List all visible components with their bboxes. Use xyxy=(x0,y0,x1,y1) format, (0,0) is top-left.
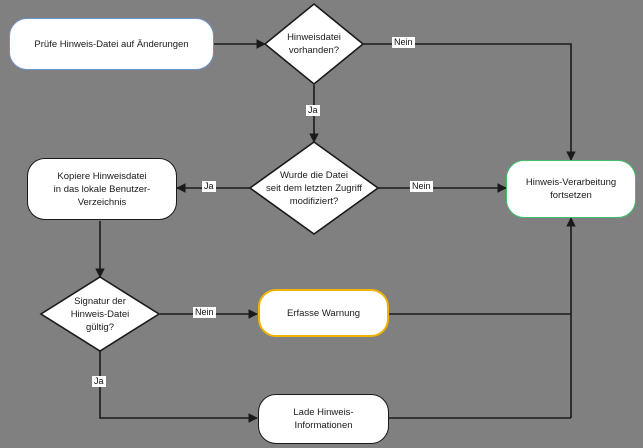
diamond-shape xyxy=(263,2,365,86)
edge-label-exists-no: Nein xyxy=(392,37,415,48)
node-load-label: Lade Hinweis- Informationen xyxy=(293,407,354,431)
edge-label-signature-no: Nein xyxy=(193,307,216,318)
node-decision-signatur-gueltig[interactable]: Signatur der Hinweis-Datei gültig? xyxy=(39,276,161,352)
diamond-shape xyxy=(248,141,380,235)
node-start-label: Prüfe Hinweis-Datei auf Änderungen xyxy=(34,38,189,50)
node-erfasse-warnung[interactable]: Erfasse Warnung xyxy=(258,289,389,337)
node-warning-label: Erfasse Warnung xyxy=(286,307,361,319)
edge-label-modified-no: Nein xyxy=(410,181,433,192)
node-hinweis-verarbeitung-fortsetzen[interactable]: Hinweis-Verarbeitung fortsetzen xyxy=(506,160,636,218)
edge-label-signature-yes: Ja xyxy=(92,376,106,387)
node-decision-datei-modifiziert[interactable]: Wurde die Datei seit dem letzten Zugriff… xyxy=(248,141,380,235)
node-copy-label: Kopiere Hinweisdatei in das lokale Benut… xyxy=(53,170,151,208)
edge-label-modified-yes: Ja xyxy=(202,181,216,192)
node-continue-label: Hinweis-Verarbeitung fortsetzen xyxy=(525,177,617,201)
node-decision-hinweisdatei-vorhanden[interactable]: Hinweisdatei vorhanden? xyxy=(263,2,365,86)
diamond-shape xyxy=(39,276,161,352)
edge-exists-no-to-continue xyxy=(363,43,576,161)
node-lade-hinweis-informationen[interactable]: Lade Hinweis- Informationen xyxy=(258,394,389,444)
node-kopiere-hinweisdatei[interactable]: Kopiere Hinweisdatei in das lokale Benut… xyxy=(27,158,177,220)
node-start-pruefe-hinweis-datei[interactable]: Prüfe Hinweis-Datei auf Änderungen xyxy=(9,18,214,70)
edge-signature-yes-to-load xyxy=(99,351,258,423)
edge-label-exists-yes: Ja xyxy=(306,105,320,116)
